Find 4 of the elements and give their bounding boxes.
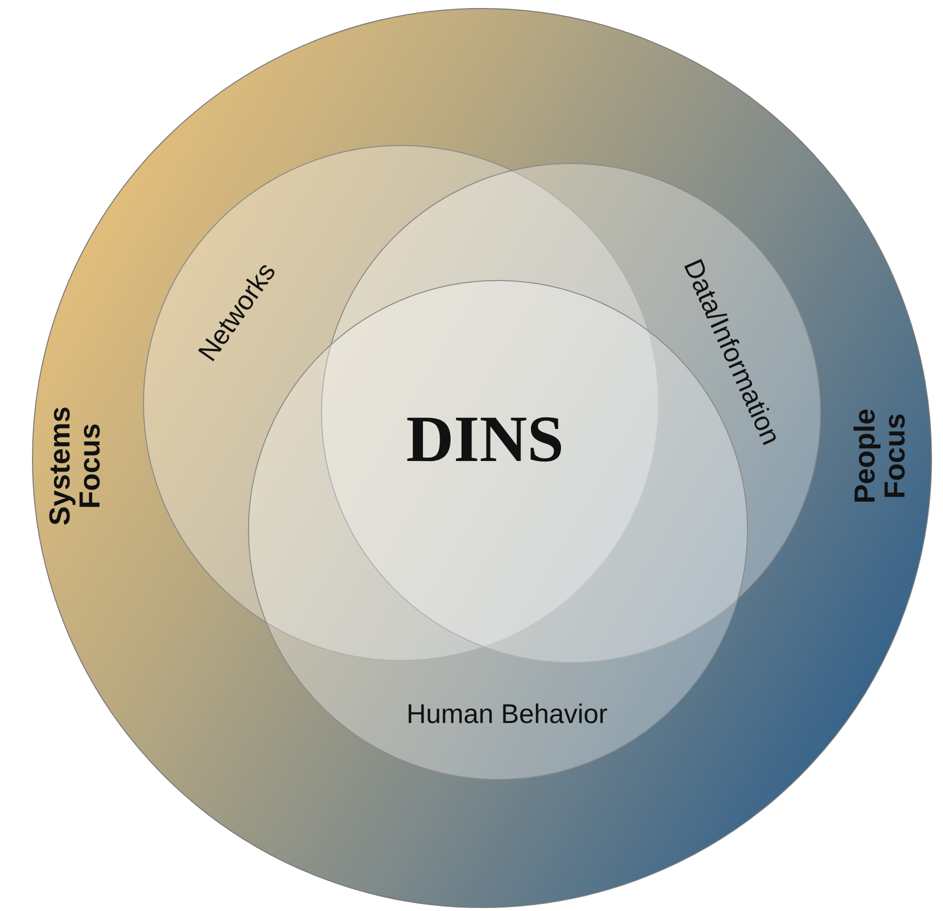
circle-label: People Focus <box>850 407 912 506</box>
circle-label: Human Behavior <box>406 700 608 728</box>
circle-label: Systems Focus <box>46 405 106 528</box>
center-title: DINS <box>406 402 564 478</box>
